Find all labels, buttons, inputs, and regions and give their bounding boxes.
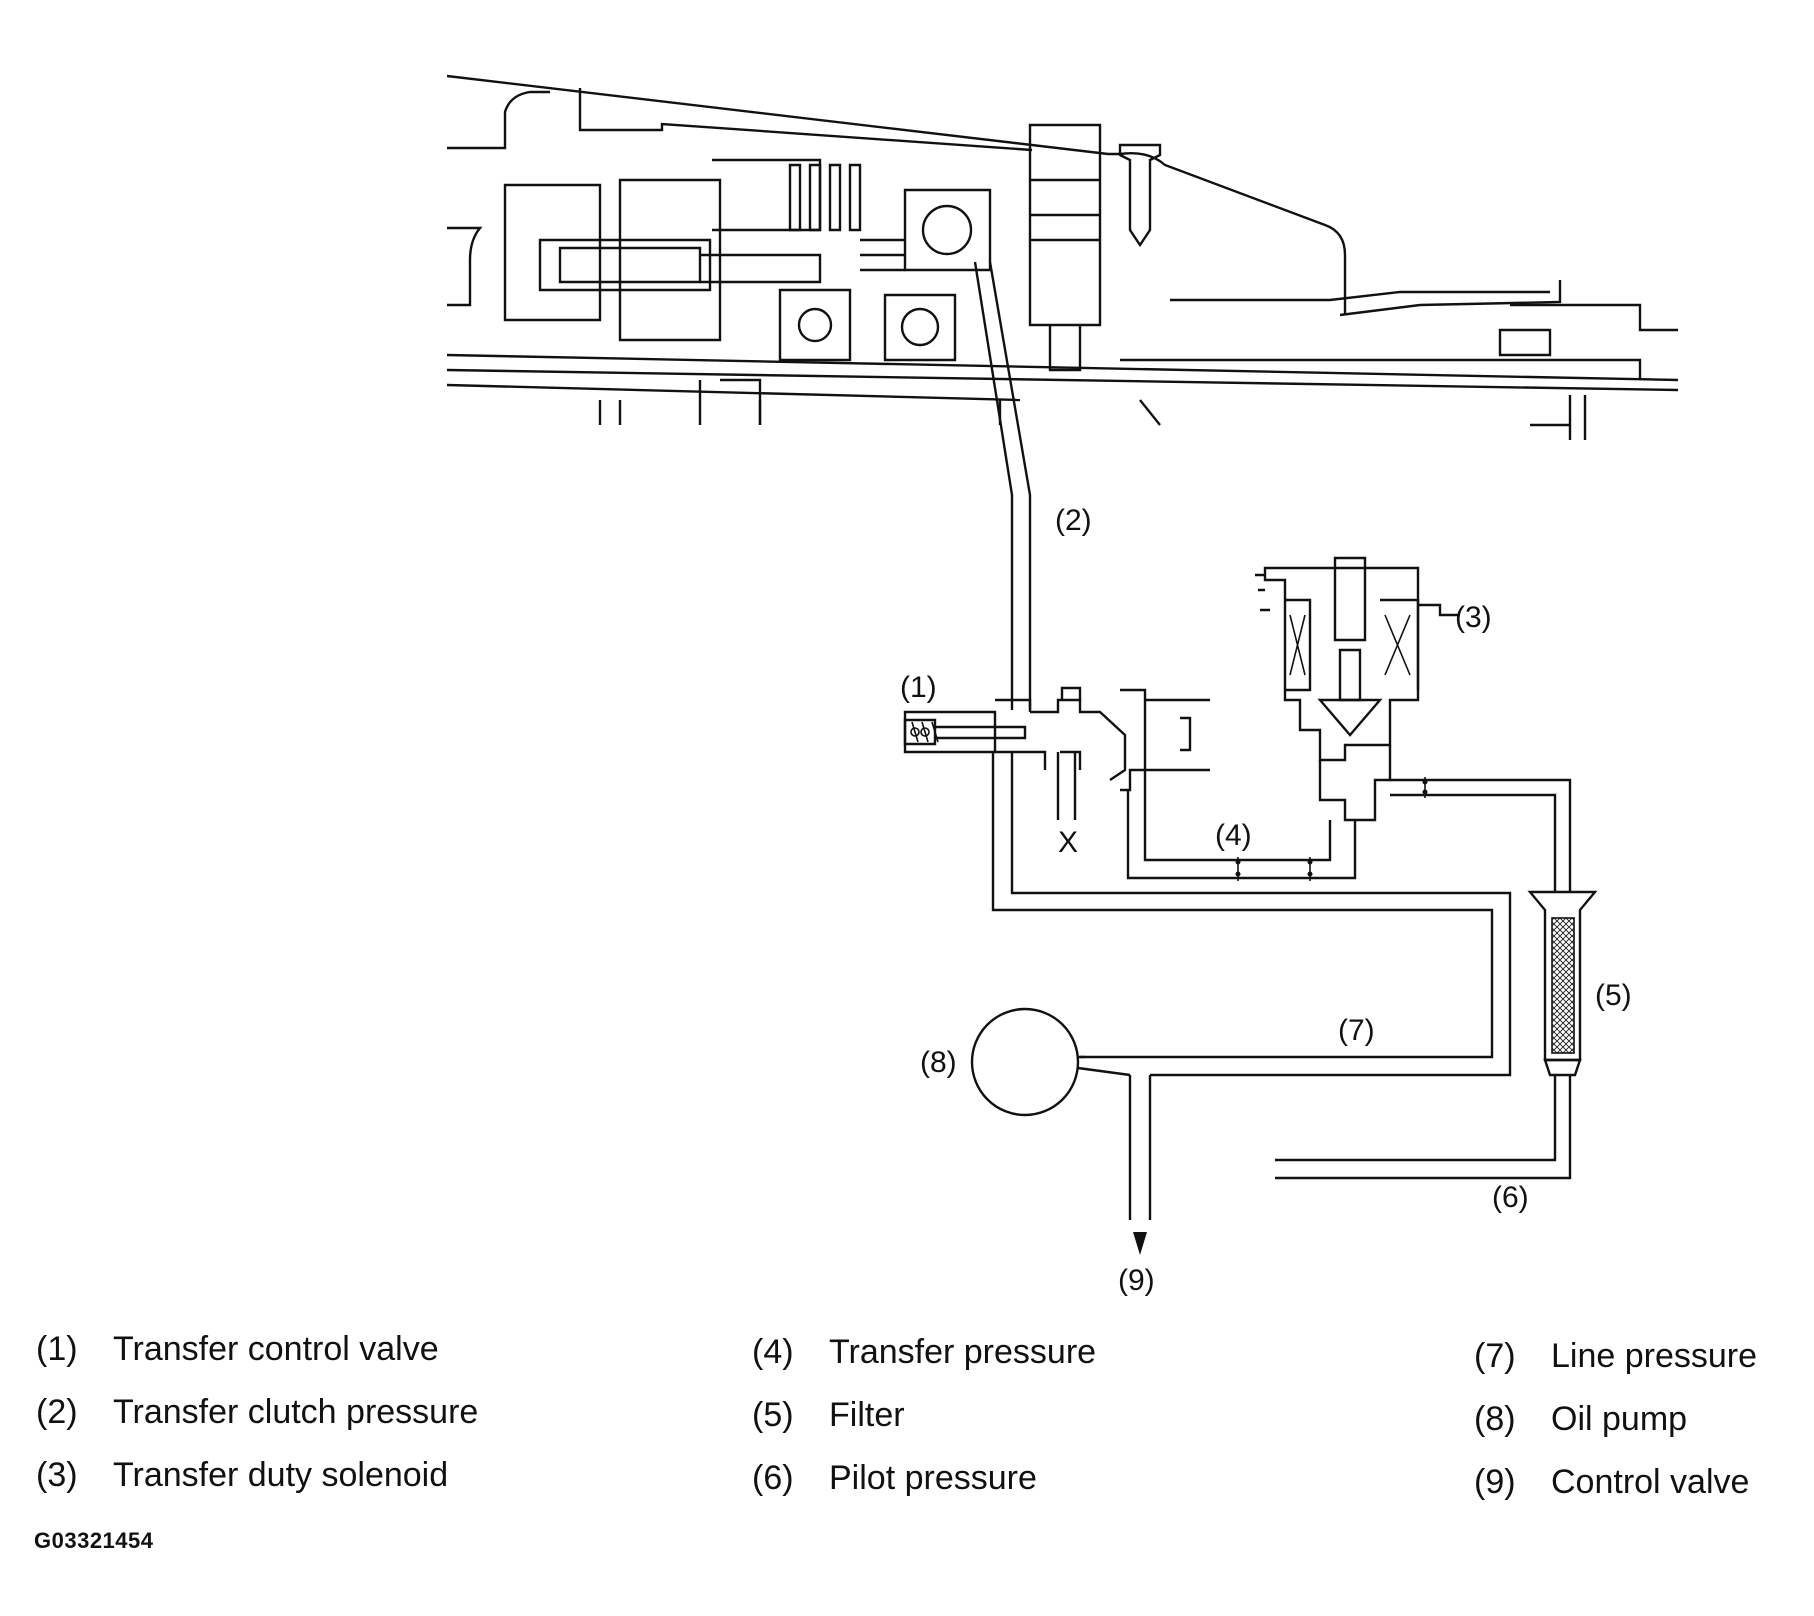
callout-3: (3) <box>1455 601 1492 634</box>
legend-label: Transfer duty solenoid <box>113 1456 449 1494</box>
legend-label: Line pressure <box>1551 1337 1758 1375</box>
transfer-duty-solenoid <box>1255 556 1460 822</box>
transfer-clutch-pressure-line <box>973 261 1032 710</box>
callout-2: (2) <box>1055 504 1092 537</box>
callout-4: (4) <box>1215 819 1252 852</box>
legend-label: Transfer pressure <box>829 1333 1097 1371</box>
line-pressure-line <box>991 752 1512 1077</box>
callout-8: (8) <box>920 1046 957 1079</box>
legend-number: (6) <box>752 1459 794 1497</box>
callout-6: (6) <box>1492 1181 1529 1214</box>
control-valve-line <box>1128 1075 1152 1255</box>
legend-label: Oil pump <box>1551 1400 1688 1438</box>
legend-number: (8) <box>1474 1400 1516 1438</box>
legend-number: (2) <box>36 1393 78 1431</box>
figure-code: G03321454 <box>34 1528 154 1553</box>
legend-label: Transfer control valve <box>113 1330 439 1368</box>
callout-9: (9) <box>1118 1264 1155 1297</box>
transfer-pressure-line <box>1126 770 1357 881</box>
legend-label: Filter <box>829 1396 905 1434</box>
legend-number: (3) <box>36 1456 78 1494</box>
pilot-pressure-line <box>1275 777 1572 1180</box>
hydraulic-circuit-diagram: (1) (2) (3) (4) (5) (6) (7) (8) (9) X <box>446 74 1679 1297</box>
transfer-control-valve <box>903 686 1210 820</box>
drain-x-label: X <box>1058 826 1078 859</box>
legend-label: Transfer clutch pressure <box>113 1393 479 1431</box>
legend-number: (1) <box>36 1330 78 1368</box>
oil-pump <box>970 1007 1131 1117</box>
legend-number: (5) <box>752 1396 794 1434</box>
legend-number: (9) <box>1474 1463 1516 1501</box>
legend-number: (7) <box>1474 1337 1516 1375</box>
legend-number: (4) <box>752 1333 794 1371</box>
legend-label: Pilot pressure <box>829 1459 1037 1497</box>
legend-label: Control valve <box>1551 1463 1750 1501</box>
callout-1: (1) <box>900 671 937 704</box>
transfer-case-cross-section <box>446 74 1679 440</box>
filter <box>1527 890 1598 1077</box>
callout-5: (5) <box>1595 979 1632 1012</box>
callout-7: (7) <box>1338 1014 1375 1047</box>
